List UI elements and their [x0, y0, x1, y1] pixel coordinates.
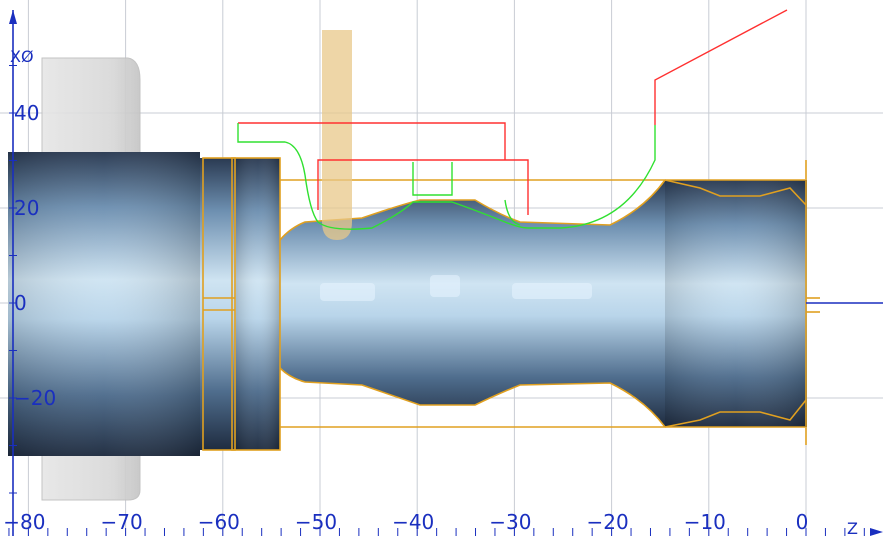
- z-tick-label: −50: [295, 510, 337, 534]
- arrow-right-icon: [870, 528, 883, 536]
- z-tick-label: −10: [684, 510, 726, 534]
- z-axis-label: Z: [847, 519, 858, 536]
- z-tick-label: −70: [100, 510, 142, 534]
- x-tick-label: 40: [14, 101, 39, 125]
- cutting-tool: [322, 30, 352, 240]
- x-tick-label: −20: [14, 386, 56, 410]
- toolpath-feed: [237, 123, 656, 230]
- x-tick-label: 0: [14, 291, 27, 315]
- part-contour: [202, 157, 820, 451]
- axes: XØ Z: [9, 10, 883, 536]
- workpiece: [8, 152, 807, 456]
- machined-profile: [280, 180, 665, 427]
- z-tick-label: −20: [586, 510, 628, 534]
- axis-ticks: −80 −70 −60 −50 −40 −30 −20 −10 0 40 20 0 −20: [3, 65, 865, 536]
- x-tick-label: 20: [14, 196, 39, 220]
- z-tick-label: −30: [489, 510, 531, 534]
- z-tick-label: 0: [796, 510, 809, 534]
- z-tick-label: −40: [392, 510, 434, 534]
- arrow-up-icon: [9, 10, 17, 24]
- x-axis-label: XØ: [10, 47, 34, 66]
- z-tick-label: −60: [198, 510, 240, 534]
- z-tick-label: −80: [3, 510, 45, 534]
- toolpath-rapid: [238, 9, 788, 215]
